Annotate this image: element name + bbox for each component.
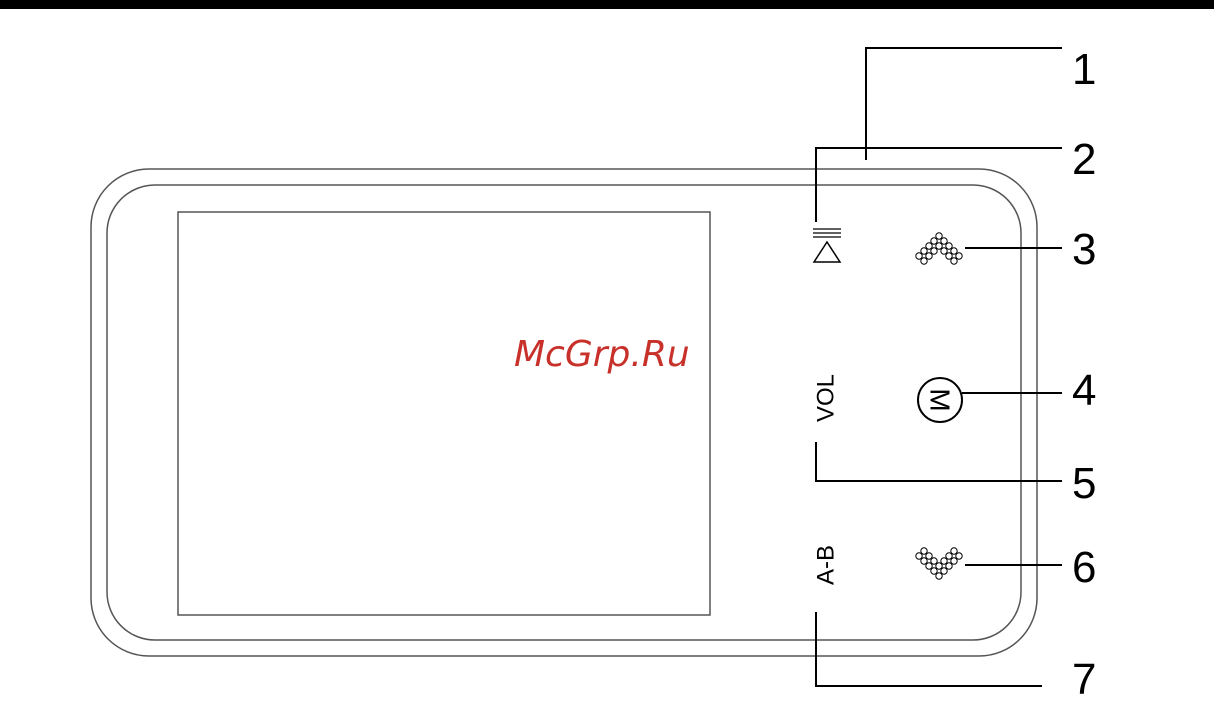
callout-line-5 bbox=[816, 442, 1062, 481]
callout-number-3: 3 bbox=[1072, 225, 1096, 274]
menu-m-letter: M bbox=[925, 388, 956, 411]
callout-number-4: 4 bbox=[1072, 366, 1096, 415]
callout-number-5: 5 bbox=[1072, 459, 1096, 508]
device-screen bbox=[178, 212, 710, 615]
callout-number-2: 2 bbox=[1072, 135, 1096, 184]
callout-number-6: 6 bbox=[1072, 543, 1096, 592]
callout-line-1 bbox=[866, 48, 1062, 160]
ab-button-label[interactable]: A-B bbox=[813, 545, 840, 585]
menu-m-icon[interactable]: M bbox=[918, 378, 962, 422]
vol-button-label[interactable]: VOL bbox=[813, 374, 840, 422]
play-pause-icon[interactable] bbox=[813, 229, 841, 262]
callout-number-7: 7 bbox=[1072, 655, 1096, 703]
callout-number-1: 1 bbox=[1072, 45, 1096, 94]
device-outer-outline bbox=[91, 169, 1037, 656]
device-inner-outline bbox=[107, 185, 1021, 640]
watermark-text: McGrp.Ru bbox=[514, 334, 690, 375]
up-arrow-icon[interactable] bbox=[916, 233, 962, 264]
down-arrow-icon[interactable] bbox=[916, 548, 962, 579]
